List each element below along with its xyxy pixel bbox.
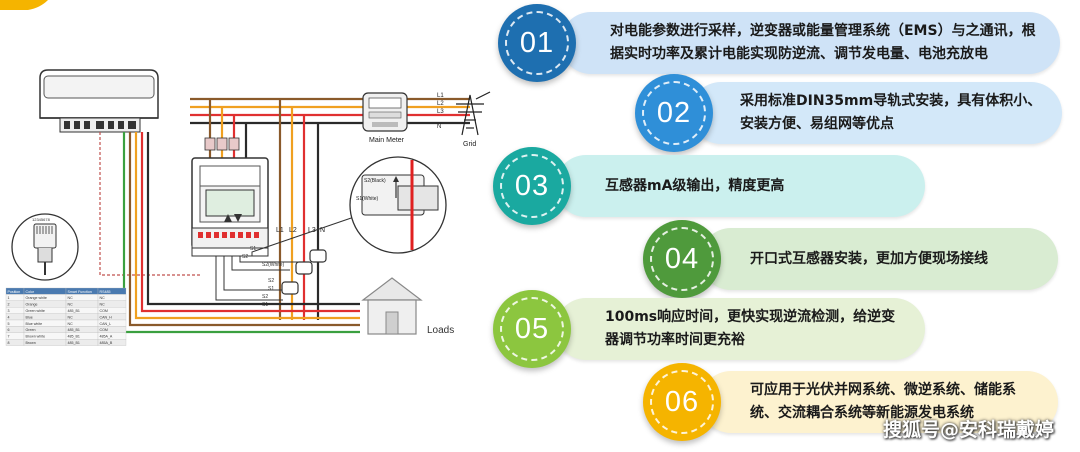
feature-number-badge: 05 bbox=[493, 290, 571, 368]
ct-label: S2 bbox=[242, 254, 248, 260]
table-cell: 8 bbox=[8, 341, 10, 345]
table-cell: Brown bbox=[26, 341, 36, 345]
feature-number-badge: 01 bbox=[498, 4, 576, 82]
table-cell: 485_B1 bbox=[68, 309, 80, 313]
table-cell: 485A_A bbox=[100, 335, 113, 339]
bus-lines bbox=[190, 97, 470, 125]
table-cell: CAN_H bbox=[100, 315, 113, 319]
svg-text:L2: L2 bbox=[437, 101, 444, 107]
table-cell: NC bbox=[68, 322, 74, 326]
ct-box-label: S1(White) bbox=[356, 196, 379, 202]
inverter-icon bbox=[39, 69, 159, 133]
corner-accent bbox=[0, 0, 48, 10]
feature-number: 01 bbox=[519, 26, 555, 59]
feature-text: 开口式互感器安装，更加方便现场接线 bbox=[700, 228, 1058, 290]
ct-label: S2 bbox=[268, 278, 274, 284]
table-cell: NC bbox=[68, 296, 74, 300]
table-header-cell: RS485 bbox=[100, 290, 111, 294]
table-cell: Orange white bbox=[26, 296, 47, 300]
ct-detail-magnifier bbox=[349, 156, 447, 254]
phase-labels: L1 L2 L3 N bbox=[276, 227, 325, 234]
table-cell: Green white bbox=[26, 309, 45, 313]
table-cell: CAN_L bbox=[100, 322, 112, 326]
table-cell: NC bbox=[68, 315, 74, 319]
table-header-cell: Smart Function bbox=[68, 290, 92, 294]
svg-text:N: N bbox=[437, 124, 441, 130]
feature-text: 互感器mA级输出，精度更高 bbox=[555, 155, 925, 217]
table-cell: 2 bbox=[8, 303, 10, 307]
table-cell: 485_B1 bbox=[68, 328, 80, 332]
ct-clamps bbox=[281, 249, 327, 295]
feature-number: 04 bbox=[664, 242, 700, 275]
breakers bbox=[204, 137, 240, 151]
table-cell: COM bbox=[100, 328, 108, 332]
rj45-pin-numbers: 12345678 bbox=[32, 217, 51, 222]
rs485-comm-line bbox=[99, 132, 200, 276]
table-cell: 485_B1 bbox=[68, 341, 80, 345]
main-meter-icon bbox=[362, 92, 408, 132]
table-cell: NC bbox=[100, 303, 106, 307]
main-meter-label: Main Meter bbox=[369, 137, 405, 144]
loads-label: Loads bbox=[427, 325, 454, 336]
svg-text:L1: L1 bbox=[437, 93, 444, 99]
svg-text:L3: L3 bbox=[437, 109, 444, 115]
table-cell: 485A_B bbox=[100, 341, 113, 345]
table-cell: 1 bbox=[8, 296, 10, 300]
house-icon bbox=[361, 277, 423, 335]
smart-meter-icon bbox=[191, 157, 269, 257]
svg-text:N: N bbox=[320, 227, 325, 234]
ct-label: S2 bbox=[262, 294, 268, 300]
ct-signal-wires bbox=[215, 214, 361, 301]
feature-number-badge: 03 bbox=[493, 147, 571, 225]
feature-text: 100ms响应时间，更快实现逆流检测，给逆变器调节功率时间更充裕 bbox=[555, 298, 925, 360]
feature-number: 05 bbox=[514, 312, 550, 345]
pinout-table: Position Color Smart Function RS485 1 Orange … bbox=[5, 287, 127, 346]
ct-box-label: S2(Black) bbox=[364, 178, 386, 184]
svg-text:L2: L2 bbox=[289, 227, 297, 234]
grid-line-labels: L1 L2 L3 N bbox=[437, 93, 444, 130]
table-cell: Blue white bbox=[26, 322, 43, 326]
table-cell: 6 bbox=[8, 328, 10, 332]
table-cell: 7 bbox=[8, 335, 10, 339]
table-cell: 3 bbox=[8, 309, 10, 313]
svg-text:L3: L3 bbox=[308, 227, 316, 234]
table-cell: NC bbox=[100, 296, 106, 300]
feature-text: 可应用于光伏并网系统、微逆系统、储能系统、交流耦合系统等新能源发电系统 bbox=[700, 371, 1058, 433]
feature-number-badge: 04 bbox=[643, 220, 721, 298]
table-cell: Green bbox=[26, 328, 36, 332]
table-cell: COM bbox=[100, 309, 108, 313]
ct-label: S1 bbox=[262, 302, 268, 308]
table-cell: 485_B1 bbox=[68, 335, 80, 339]
wiring-diagram: S2(White) S2 S1 S2 S1 S2 S1 L1 L2 L3 N M… bbox=[0, 0, 491, 346]
table-cell: Blue bbox=[26, 315, 33, 319]
feature-number: 03 bbox=[514, 169, 550, 202]
ct-label: S2(White) bbox=[262, 262, 285, 268]
grid-tower-icon bbox=[456, 91, 491, 136]
feature-number: 02 bbox=[656, 96, 692, 129]
feature-number-badge: 06 bbox=[643, 363, 721, 441]
table-cell: 4 bbox=[8, 315, 10, 319]
table-cell: 5 bbox=[8, 322, 10, 326]
table-header-cell: Color bbox=[26, 290, 35, 294]
feature-text: 采用标准DIN35mm导轨式安装，具有体积小、安装方便、易组网等优点 bbox=[690, 82, 1062, 144]
table-cell: NC bbox=[68, 303, 74, 307]
ct-label: S1 bbox=[268, 286, 274, 292]
svg-text:L1: L1 bbox=[276, 227, 284, 234]
feature-number: 06 bbox=[664, 385, 700, 418]
watermark: 搜狐号@安科瑞戴婷 bbox=[882, 419, 1054, 441]
rj45-detail-magnifier bbox=[11, 213, 79, 281]
table-header-cell: Position bbox=[8, 290, 21, 294]
feature-text: 对电能参数进行采样，逆变器或能量管理系统（EMS）与之通讯，根据实时功率及累计电… bbox=[560, 12, 1060, 74]
table-cell: Orange bbox=[26, 303, 38, 307]
table-cell: Brown white bbox=[26, 335, 46, 339]
feature-number-badge: 02 bbox=[635, 74, 713, 152]
grid-label: Grid bbox=[463, 141, 476, 148]
ct-label: S1 bbox=[250, 246, 256, 252]
